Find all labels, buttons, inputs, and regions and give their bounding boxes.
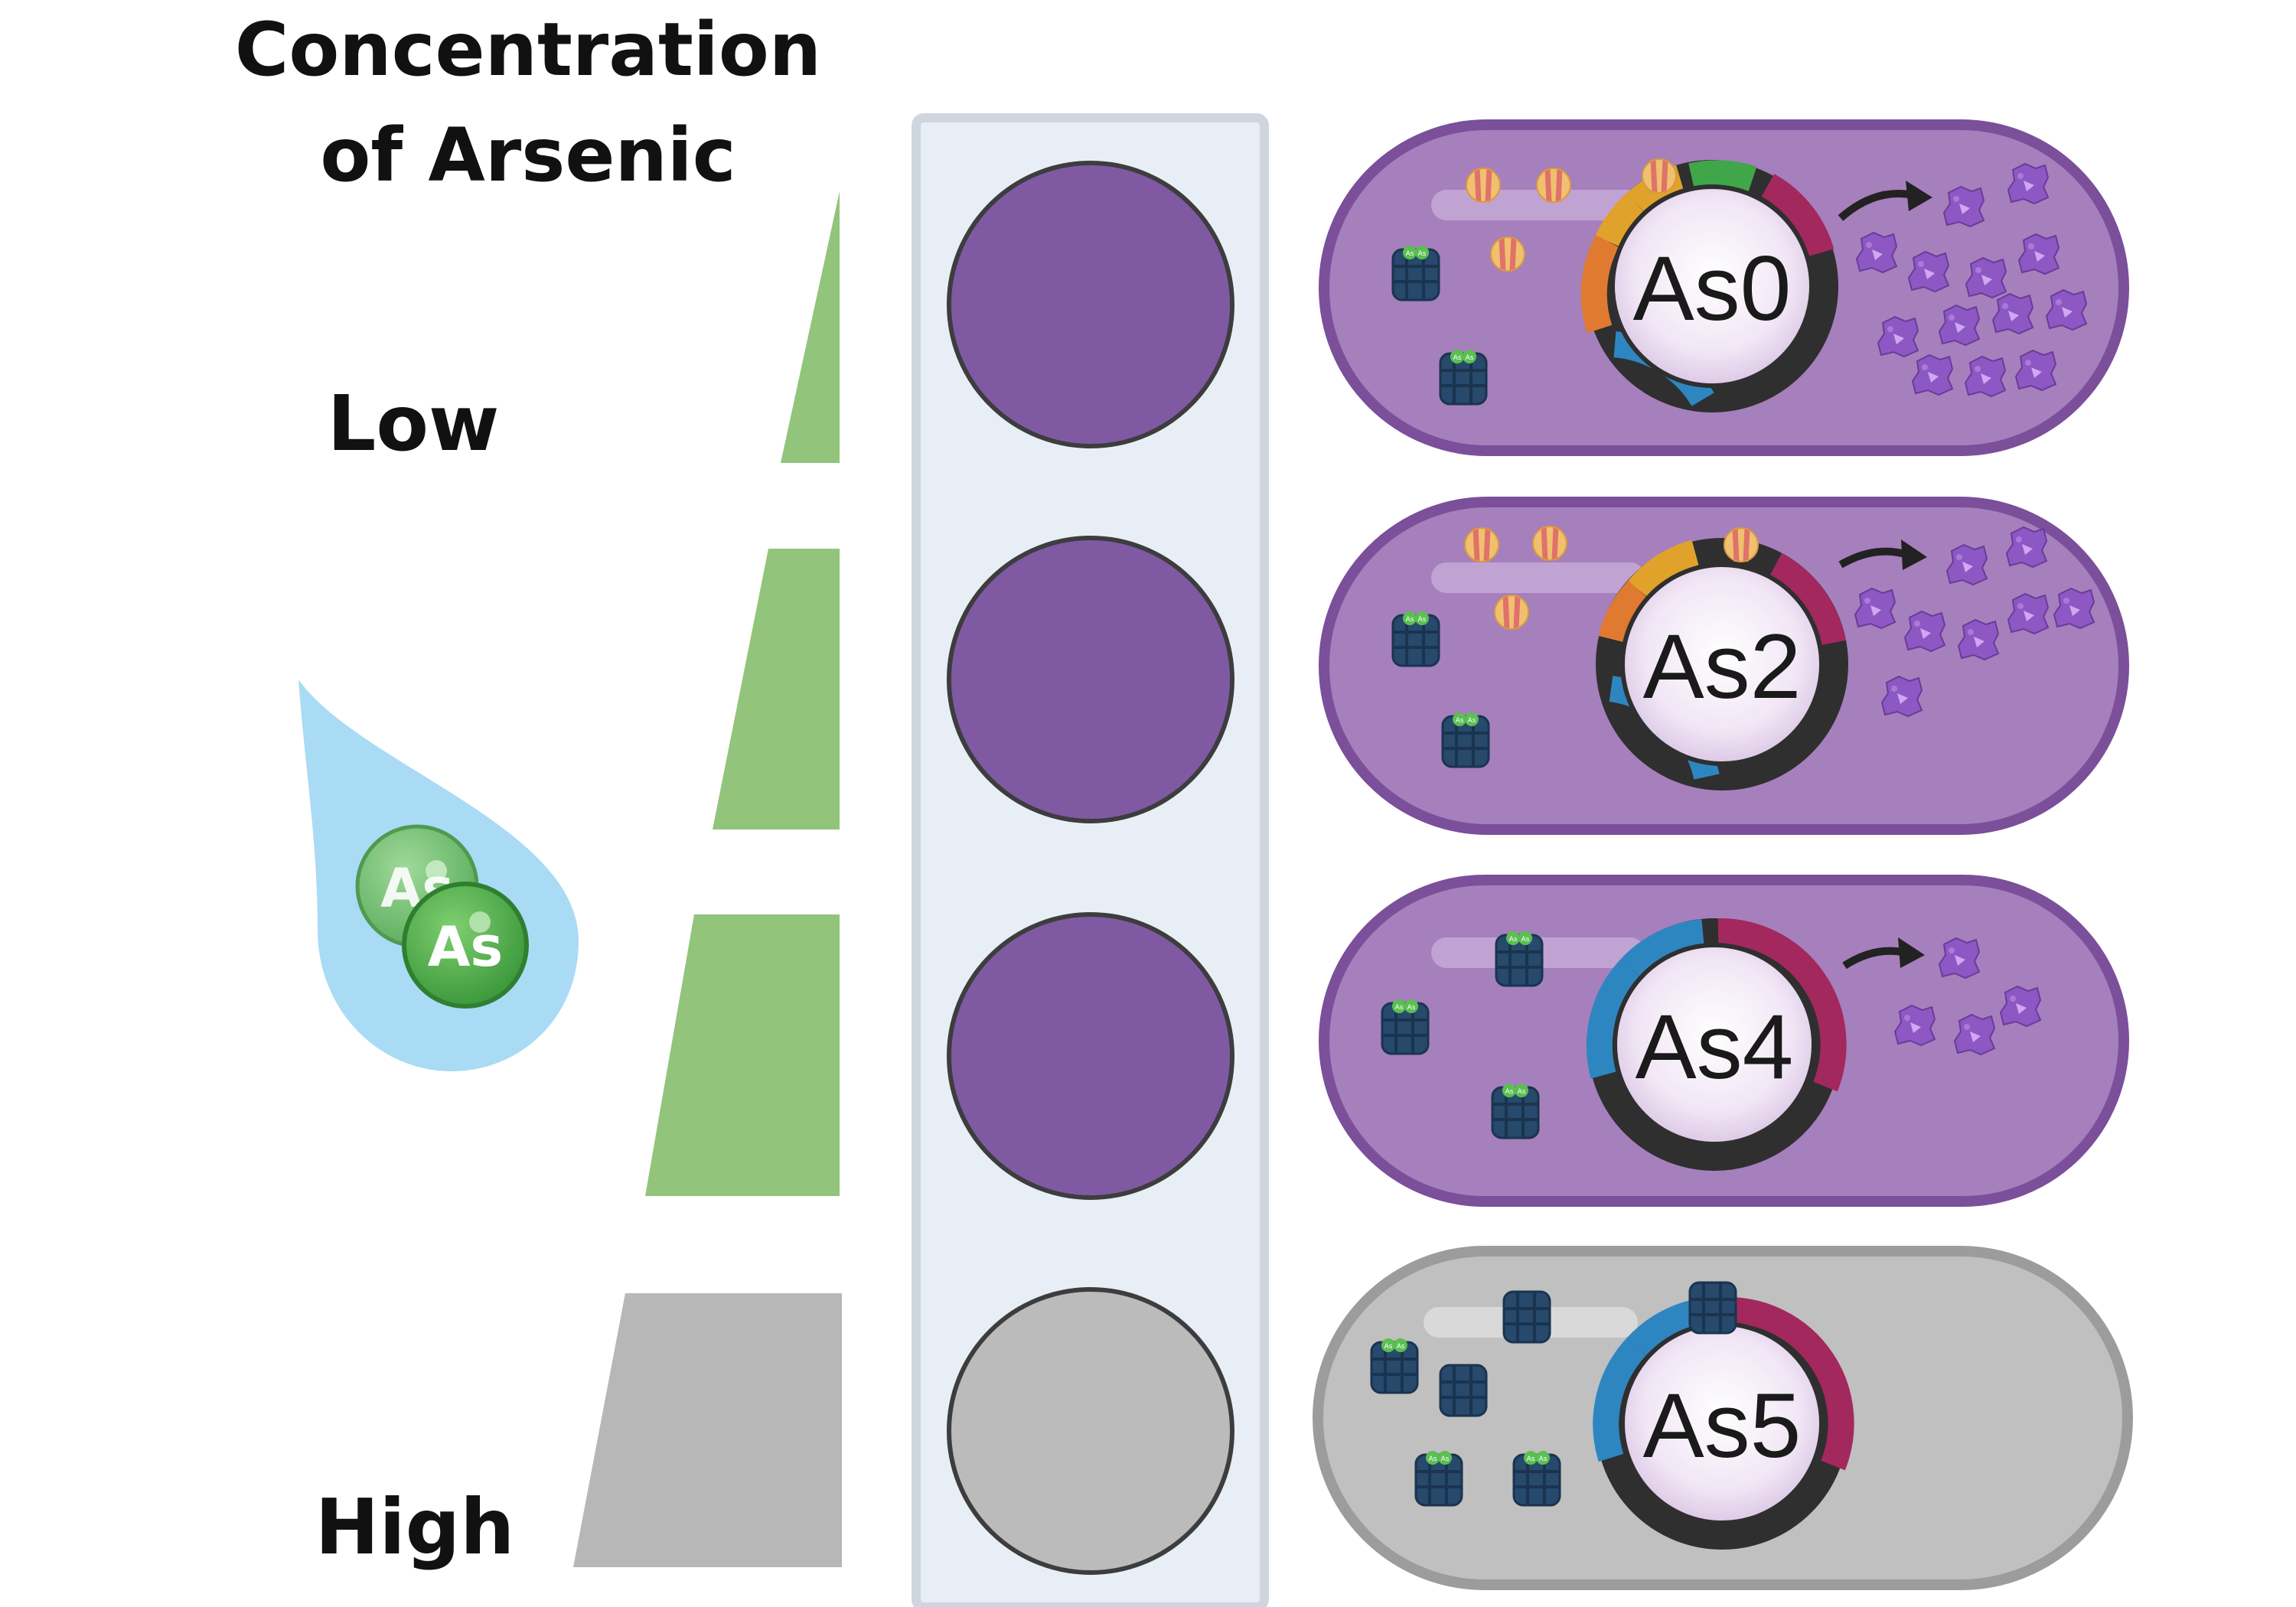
plasmid-as4: As4 (1586, 918, 1847, 1171)
well-2 (947, 536, 1234, 823)
cell-as2: As2 (1319, 497, 2129, 835)
well-strip (912, 113, 1269, 1607)
well-4 (947, 1287, 1234, 1575)
ramp-step-4 (573, 1293, 842, 1567)
expression-arrow-icon (1838, 547, 1909, 569)
concentration-ramp (573, 191, 842, 1567)
plasmid-as2: As2 (1596, 528, 1848, 790)
title-line-1: Concentration (235, 7, 821, 93)
ramp-step-2 (713, 549, 840, 830)
expression-arrow-icon (1838, 190, 1914, 221)
cell-as0: As0 (1319, 119, 2129, 456)
plasmid-label-as0: As0 (1633, 237, 1792, 340)
plasmid-label-as2: As2 (1643, 615, 1802, 718)
plasmid-as5: As5 (1593, 1281, 1854, 1550)
plasmid-label-as5: As5 (1643, 1374, 1802, 1477)
plasmid-as0: As0 (1580, 159, 1838, 412)
well-1 (947, 161, 1234, 448)
arsenic-droplet: As As (298, 680, 579, 1071)
ramp-step-3 (645, 914, 840, 1196)
arsenic-atom-front-label: As (428, 914, 504, 979)
title-line-2: of Arsenic (320, 112, 735, 198)
cell-as5: As5 (1313, 1246, 2133, 1590)
scale-label-low: Low (328, 379, 500, 468)
plasmid-label-as4: As4 (1636, 996, 1794, 1098)
well-3 (947, 912, 1234, 1200)
cell-as4: As4 (1319, 875, 2129, 1207)
scale-label-high: High (315, 1482, 515, 1572)
arsenic-atom-front-icon (402, 882, 529, 1009)
ramp-step-1 (781, 191, 840, 463)
